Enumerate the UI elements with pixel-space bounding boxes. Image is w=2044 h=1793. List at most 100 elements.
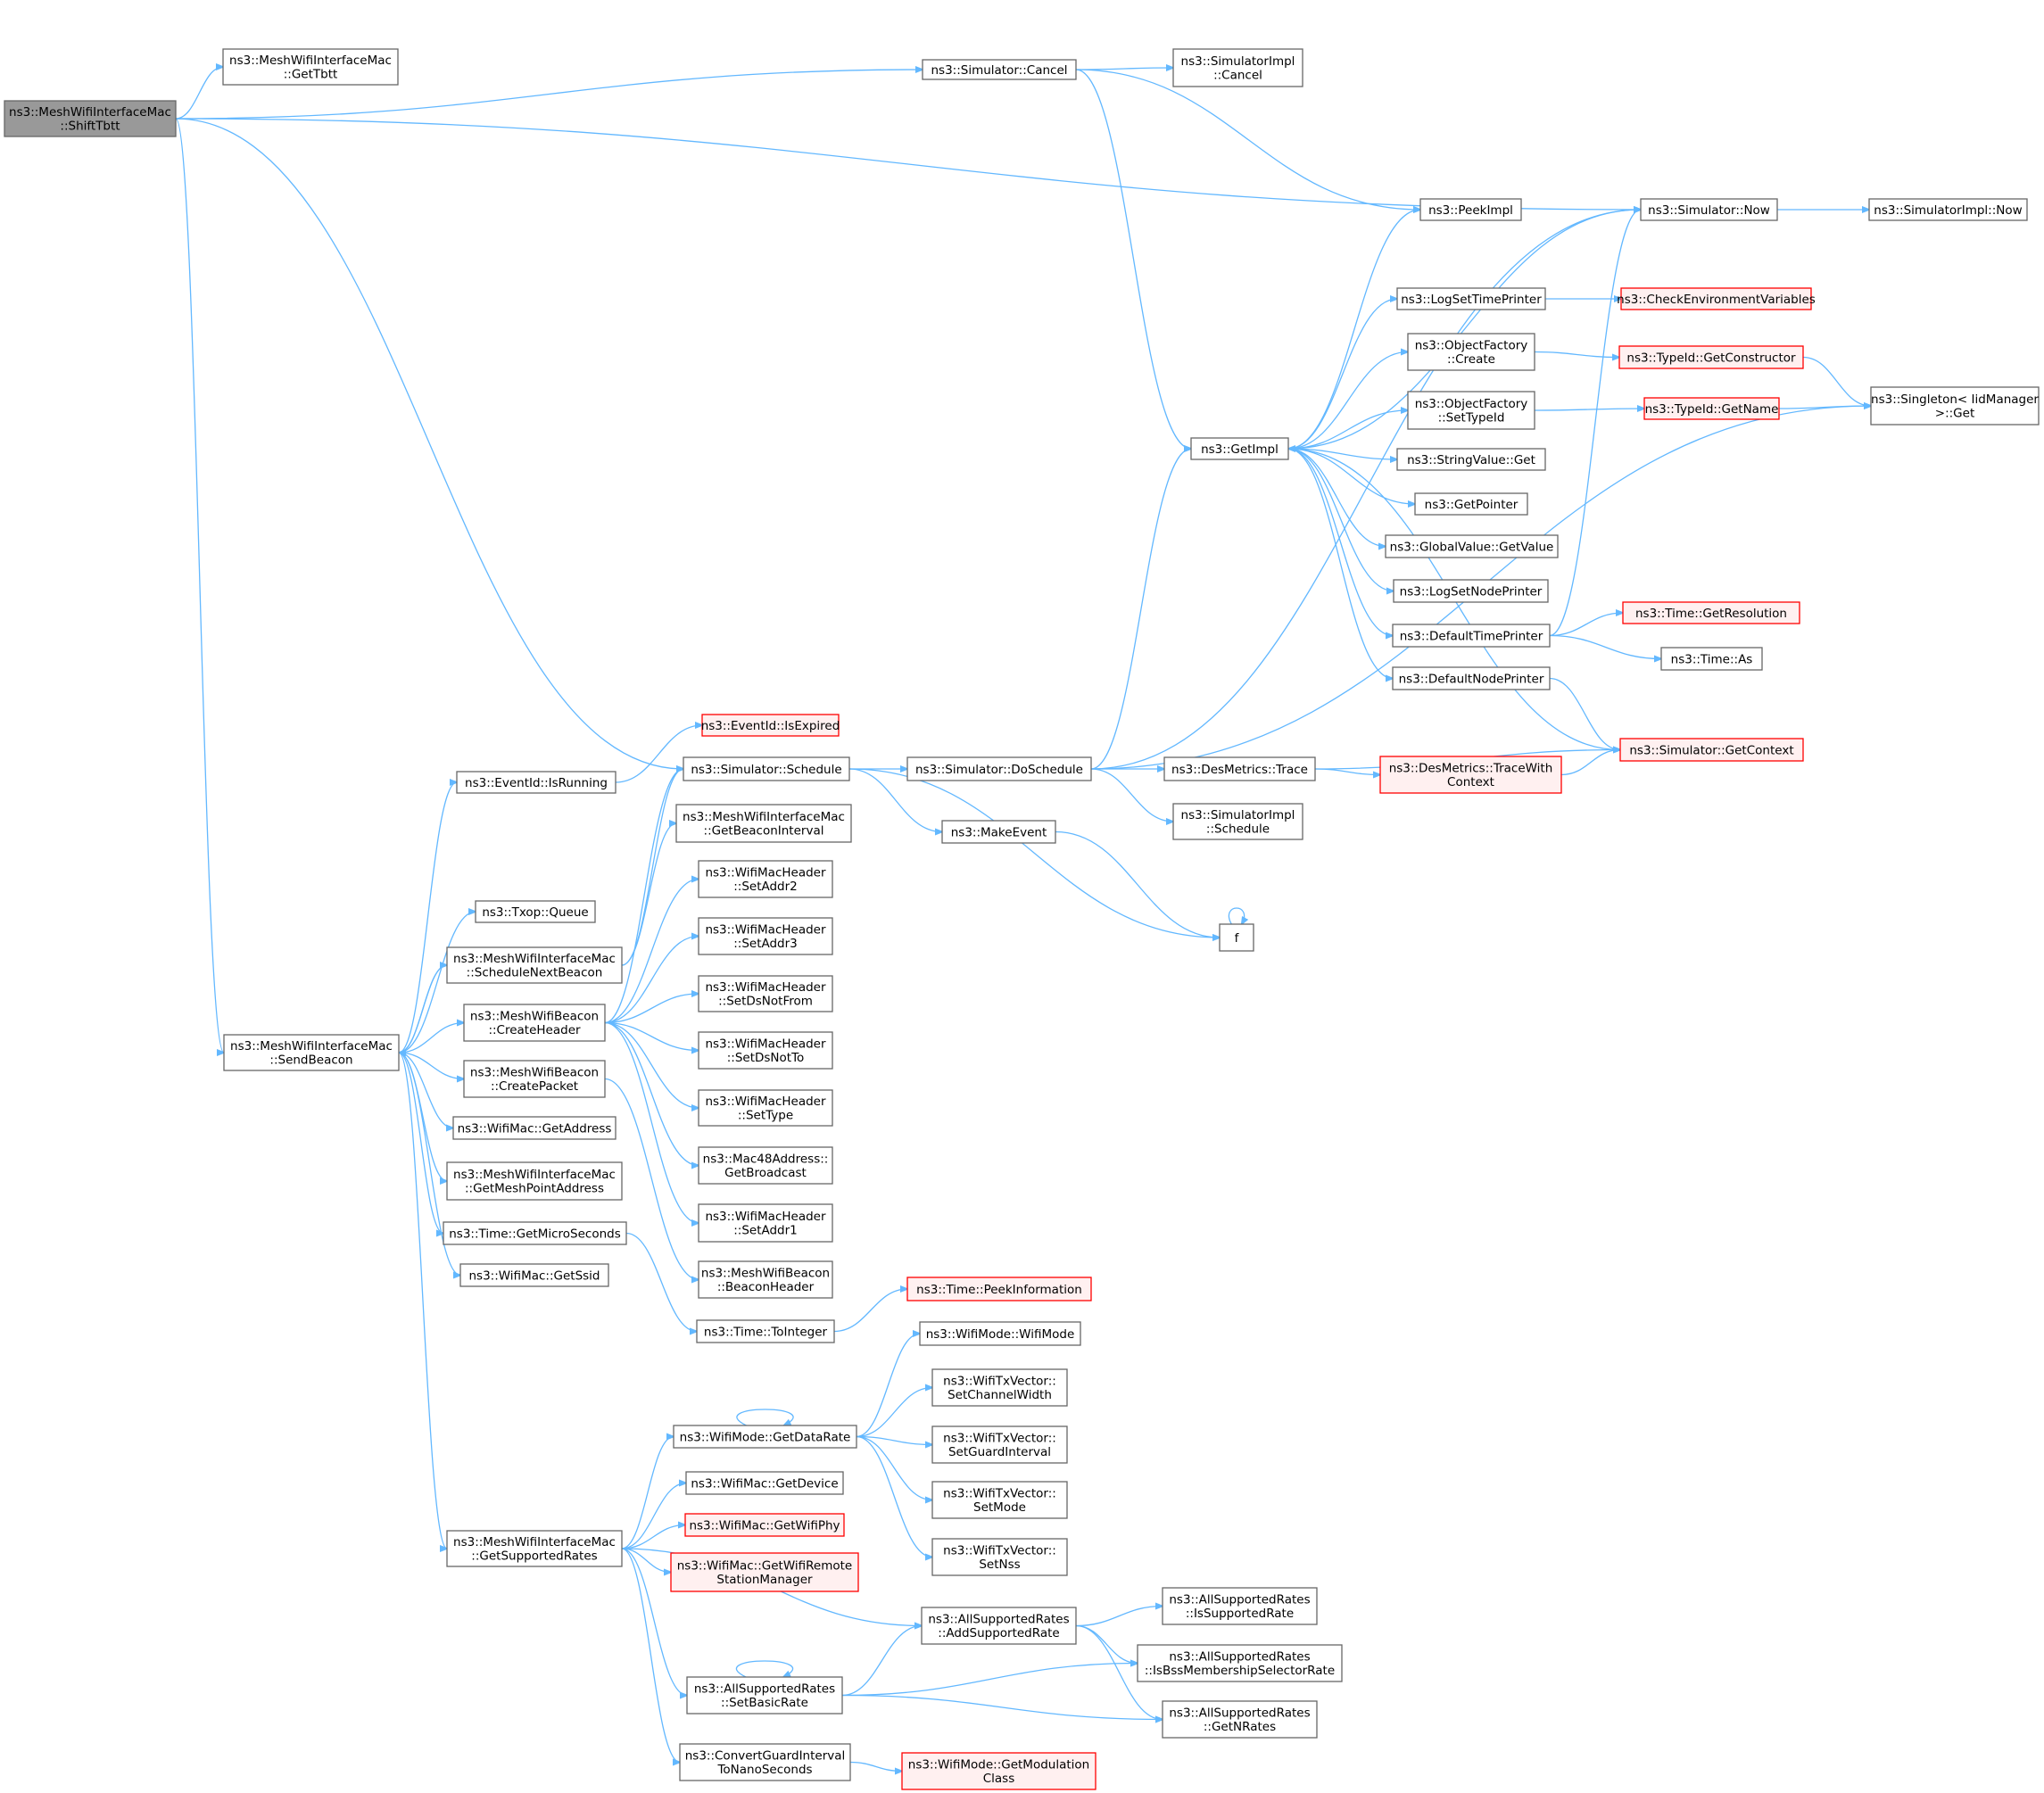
node-time-as[interactable]: ns3::Time::As xyxy=(1660,647,1763,671)
edge-get-impl-to-get-pointer xyxy=(1287,448,1415,504)
node-label: ns3::LogSetNodePrinter xyxy=(1400,584,1543,599)
node-get-name[interactable]: ns3::TypeId::GetName xyxy=(1643,397,1780,420)
node-peek-information[interactable]: ns3::Time::PeekInformation xyxy=(906,1277,1092,1301)
node-sim-now[interactable]: ns3::Simulator::Now xyxy=(1640,198,1778,221)
node-set-channel-width[interactable]: ns3::WifiTxVector::SetChannelWidth xyxy=(931,1368,1068,1407)
node-check-env[interactable]: ns3::CheckEnvironmentVariables xyxy=(1617,287,1816,310)
node-sim-impl-now[interactable]: ns3::SimulatorImpl::Now xyxy=(1868,198,2028,221)
node-box xyxy=(463,1004,606,1042)
node-get-address[interactable]: ns3::WifiMac::GetAddress xyxy=(452,1116,617,1140)
node-get-device[interactable]: ns3::WifiMac::GetDevice xyxy=(685,1471,844,1495)
node-label: ns3::AllSupportedRates xyxy=(928,1613,1069,1627)
node-box xyxy=(459,1263,609,1287)
node-set-ds-not-to[interactable]: ns3::WifiMacHeader::SetDsNotTo xyxy=(698,1031,833,1070)
node-set-type[interactable]: ns3::WifiMacHeader::SetType xyxy=(698,1089,833,1127)
edge-get-data-rate-to-get-data-rate xyxy=(736,1409,794,1425)
node-label: ns3::MakeEvent xyxy=(951,825,1047,839)
node-set-addr3[interactable]: ns3::WifiMacHeader::SetAddr3 xyxy=(698,917,833,955)
node-get-data-rate[interactable]: ns3::WifiMode::GetDataRate xyxy=(673,1425,857,1449)
node-label: ns3::Time::ToInteger xyxy=(704,1325,828,1339)
node-get-wifi-remote[interactable]: ns3::WifiMac::GetWifiRemoteStationManage… xyxy=(670,1552,859,1592)
node-label: ns3::SimulatorImpl xyxy=(1181,808,1295,822)
node-get-mesh-point-address[interactable]: ns3::MeshWifiInterfaceMac::GetMeshPointA… xyxy=(446,1161,623,1201)
node-label: ns3::WifiMacHeader xyxy=(705,980,826,995)
node-get-wifi-phy[interactable]: ns3::WifiMac::GetWifiPhy xyxy=(684,1513,845,1537)
node-create-packet[interactable]: ns3::MeshWifiBeacon::CreatePacket xyxy=(463,1060,606,1098)
node-label: ns3::EventId::IsExpired xyxy=(701,719,840,733)
node-ofcreate[interactable]: ns3::ObjectFactory::Create xyxy=(1407,333,1535,371)
edge-default-time-printer-to-get-resolution xyxy=(1549,613,1623,637)
node-log-set-time-printer[interactable]: ns3::LogSetTimePrinter xyxy=(1396,287,1546,310)
node-string-value-get[interactable]: ns3::StringValue::Get xyxy=(1396,448,1546,471)
node-label: ns3::Singleton< IidManager xyxy=(1871,392,2039,407)
node-get-ssid[interactable]: ns3::WifiMac::GetSsid xyxy=(459,1263,609,1287)
node-add-supported-rate[interactable]: ns3::AllSupportedRates::AddSupportedRate xyxy=(921,1607,1077,1645)
edge-set-basic-rate-to-set-basic-rate xyxy=(736,1660,793,1677)
node-do-schedule[interactable]: ns3::Simulator::DoSchedule xyxy=(906,756,1092,781)
edge-layer xyxy=(175,67,1871,1772)
node-set-ds-not-from[interactable]: ns3::WifiMacHeader::SetDsNotFrom xyxy=(698,975,833,1012)
node-singleton-get[interactable]: ns3::Singleton< IidManager >::Get xyxy=(1870,386,2040,426)
node-f[interactable]: f xyxy=(1219,923,1254,952)
node-wifi-mode-wifi-mode[interactable]: ns3::WifiMode::WifiMode xyxy=(919,1321,1081,1346)
node-get-pointer[interactable]: ns3::GetPointer xyxy=(1414,492,1528,516)
node-get-beacon-interval[interactable]: ns3::MeshWifiInterfaceMac::GetBeaconInte… xyxy=(675,804,852,843)
node-label: ::CreateHeader xyxy=(488,1023,581,1037)
node-log-set-node-printer[interactable]: ns3::LogSetNodePrinter xyxy=(1393,579,1549,603)
node-box xyxy=(1163,756,1316,781)
node-gvget-value[interactable]: ns3::GlobalValue::GetValue xyxy=(1385,534,1559,558)
node-sim-schedule[interactable]: ns3::Simulator::Schedule xyxy=(683,756,850,781)
node-set-addr1[interactable]: ns3::WifiMacHeader::SetAddr1 xyxy=(698,1203,833,1243)
node-box xyxy=(463,1060,606,1098)
node-label: ::SendBeacon xyxy=(269,1053,352,1068)
node-label: ns3::MeshWifiInterfaceMac xyxy=(230,1039,393,1053)
node-get-tbtt[interactable]: ns3::MeshWifiInterfaceMac::GetTbtt xyxy=(222,48,399,86)
node-box xyxy=(1219,923,1254,952)
node-beacon-header[interactable]: ns3::MeshWifiBeacon::BeaconHeader xyxy=(698,1260,833,1299)
node-ofset-type-id[interactable]: ns3::ObjectFactory::SetTypeId xyxy=(1407,391,1535,430)
node-get-constructor[interactable]: ns3::TypeId::GetConstructor xyxy=(1618,345,1804,369)
node-is-running[interactable]: ns3::EventId::IsRunning xyxy=(456,771,617,794)
node-get-context[interactable]: ns3::Simulator::GetContext xyxy=(1619,738,1804,762)
node-set-mode[interactable]: ns3::WifiTxVector::SetMode xyxy=(931,1481,1068,1519)
edge-shift-tbtt-to-get-tbtt xyxy=(175,67,223,120)
node-is-bss-membership[interactable]: ns3::AllSupportedRates::IsBssMembershipS… xyxy=(1137,1644,1343,1682)
node-box xyxy=(941,820,1056,844)
node-is-expired[interactable]: ns3::EventId::IsExpired xyxy=(701,714,840,737)
node-to-integer[interactable]: ns3::Time::ToInteger xyxy=(696,1319,835,1343)
node-sim-impl-schedule[interactable]: ns3::SimulatorImpl::Schedule xyxy=(1172,803,1303,840)
node-get-nrates[interactable]: ns3::AllSupportedRates::GetNRates xyxy=(1162,1700,1318,1739)
node-set-basic-rate[interactable]: ns3::AllSupportedRates::SetBasicRate xyxy=(686,1676,843,1715)
node-get-supported-rates[interactable]: ns3::MeshWifiInterfaceMac::GetSupportedR… xyxy=(446,1530,623,1567)
node-box xyxy=(1419,198,1522,221)
edge-sim-cancel-to-peek-impl xyxy=(1075,69,1420,210)
node-des-trace[interactable]: ns3::DesMetrics::Trace xyxy=(1163,756,1316,781)
node-set-nss[interactable]: ns3::WifiTxVector::SetNss xyxy=(931,1538,1068,1576)
node-shift-tbtt[interactable]: ns3::MeshWifiInterfaceMac::ShiftTbtt xyxy=(4,100,177,137)
node-box xyxy=(1385,534,1559,558)
node-box xyxy=(1162,1587,1318,1625)
node-make-event[interactable]: ns3::MakeEvent xyxy=(941,820,1056,844)
node-sim-cancel[interactable]: ns3::Simulator::Cancel xyxy=(922,59,1077,80)
edge-get-impl-to-sim-now xyxy=(1287,210,1641,450)
node-label: ::GetNRates xyxy=(1204,1720,1276,1734)
node-label: ::SetAddr3 xyxy=(733,937,798,951)
node-create-header[interactable]: ns3::MeshWifiBeacon::CreateHeader xyxy=(463,1004,606,1042)
node-peek-impl[interactable]: ns3::PeekImpl xyxy=(1419,198,1522,221)
node-get-impl[interactable]: ns3::GetImpl xyxy=(1190,437,1289,460)
node-default-time-printer[interactable]: ns3::DefaultTimePrinter xyxy=(1392,624,1551,648)
node-get-broadcast[interactable]: ns3::Mac48Address::GetBroadcast xyxy=(698,1146,833,1185)
node-set-addr2[interactable]: ns3::WifiMacHeader::SetAddr2 xyxy=(698,860,833,898)
node-default-node-printer[interactable]: ns3::DefaultNodePrinter xyxy=(1392,666,1551,690)
node-sim-impl-cancel[interactable]: ns3::SimulatorImpl::Cancel xyxy=(1172,48,1303,87)
node-txop-queue[interactable]: ns3::Txop::Queue xyxy=(475,900,596,923)
node-set-guard-interval[interactable]: ns3::WifiTxVector::SetGuardInterval xyxy=(931,1425,1068,1464)
node-get-micro-seconds[interactable]: ns3::Time::GetMicroSeconds xyxy=(443,1221,627,1245)
node-schedule-next-beacon[interactable]: ns3::MeshWifiInterfaceMac::ScheduleNextB… xyxy=(446,946,623,984)
node-send-beacon[interactable]: ns3::MeshWifiInterfaceMac::SendBeacon xyxy=(223,1034,400,1071)
node-get-resolution[interactable]: ns3::Time::GetResolution xyxy=(1622,601,1800,624)
node-is-supported-rate[interactable]: ns3::AllSupportedRates::IsSupportedRate xyxy=(1162,1587,1318,1625)
